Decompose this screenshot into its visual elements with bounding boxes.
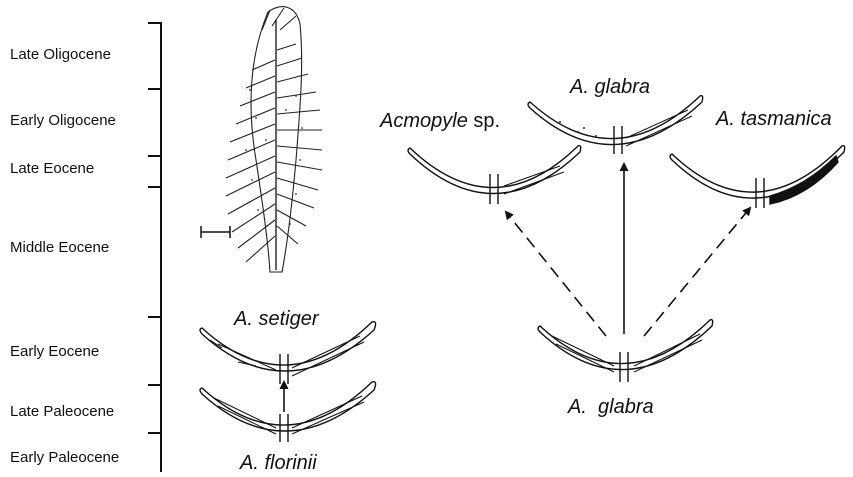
label-acmopyle: Acmopyle sp. — [380, 110, 500, 133]
fossil-shoot-illustration — [226, 7, 322, 272]
label-glabra-top: A. glabra — [570, 76, 650, 99]
label-acmopyle-genus: Acmopyle — [380, 110, 468, 132]
scale-bar — [201, 226, 230, 238]
dashed-arrow-to-tasmanica — [644, 208, 750, 336]
dashed-arrow-to-acmopyle — [506, 212, 606, 336]
leaf-setiger — [200, 322, 376, 384]
label-setiger: A. setiger — [234, 308, 318, 331]
label-acmopyle-sp: sp. — [473, 110, 500, 132]
label-florinii: A. florinii — [240, 452, 317, 475]
leaf-glabra-top — [528, 96, 703, 154]
leaf-tasmanica — [670, 146, 845, 208]
leaf-acmopyle — [408, 146, 581, 204]
leaf-florinii — [200, 382, 376, 442]
leaf-glabra-bottom — [538, 320, 713, 382]
label-glabra-bottom: A. glabra — [568, 396, 654, 419]
label-tasmanica: A. tasmanica — [716, 108, 832, 131]
